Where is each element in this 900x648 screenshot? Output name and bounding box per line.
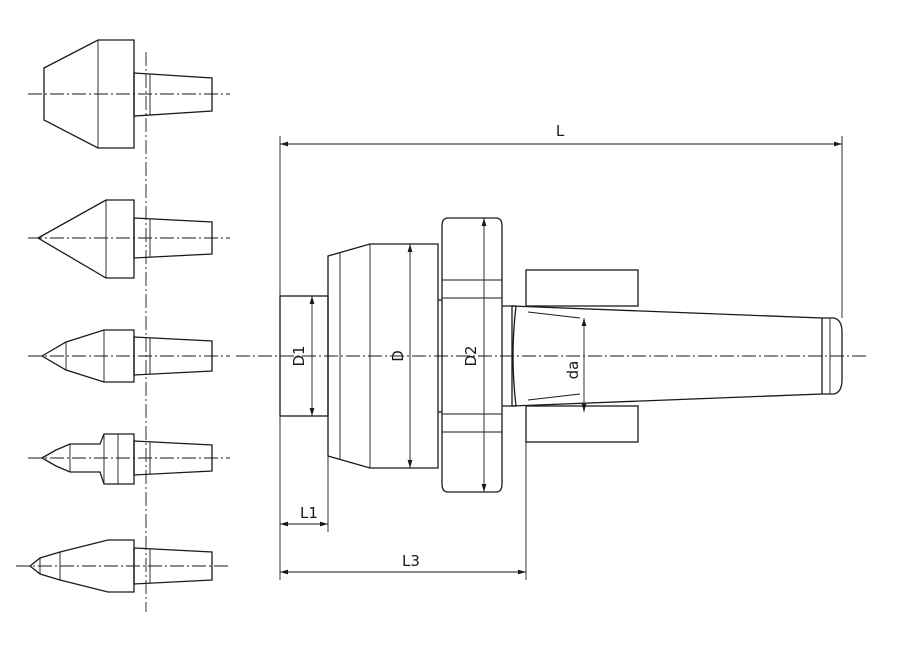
flange-D2: [438, 217, 503, 493]
tip-variant-extended: [28, 329, 230, 383]
tip-variant-stepped: [28, 433, 230, 485]
label-L: L: [556, 122, 565, 140]
label-D1: D1: [290, 345, 308, 366]
labels: L L1 L3 D1 D D2 da: [290, 122, 582, 570]
morse-taper: [511, 305, 843, 407]
label-D: D: [389, 350, 407, 362]
dimensions: [279, 136, 843, 580]
label-da: da: [564, 361, 582, 380]
neck: [502, 305, 517, 407]
tip-variant-long: [16, 539, 230, 593]
label-D2: D2: [462, 345, 480, 366]
label-L1: L1: [300, 504, 318, 522]
main-live-center: [236, 217, 868, 493]
label-L3: L3: [402, 552, 420, 570]
tip-variant-truncated: [28, 39, 230, 149]
tip-variant-cone: [28, 199, 230, 279]
tip-variants: [16, 39, 230, 612]
